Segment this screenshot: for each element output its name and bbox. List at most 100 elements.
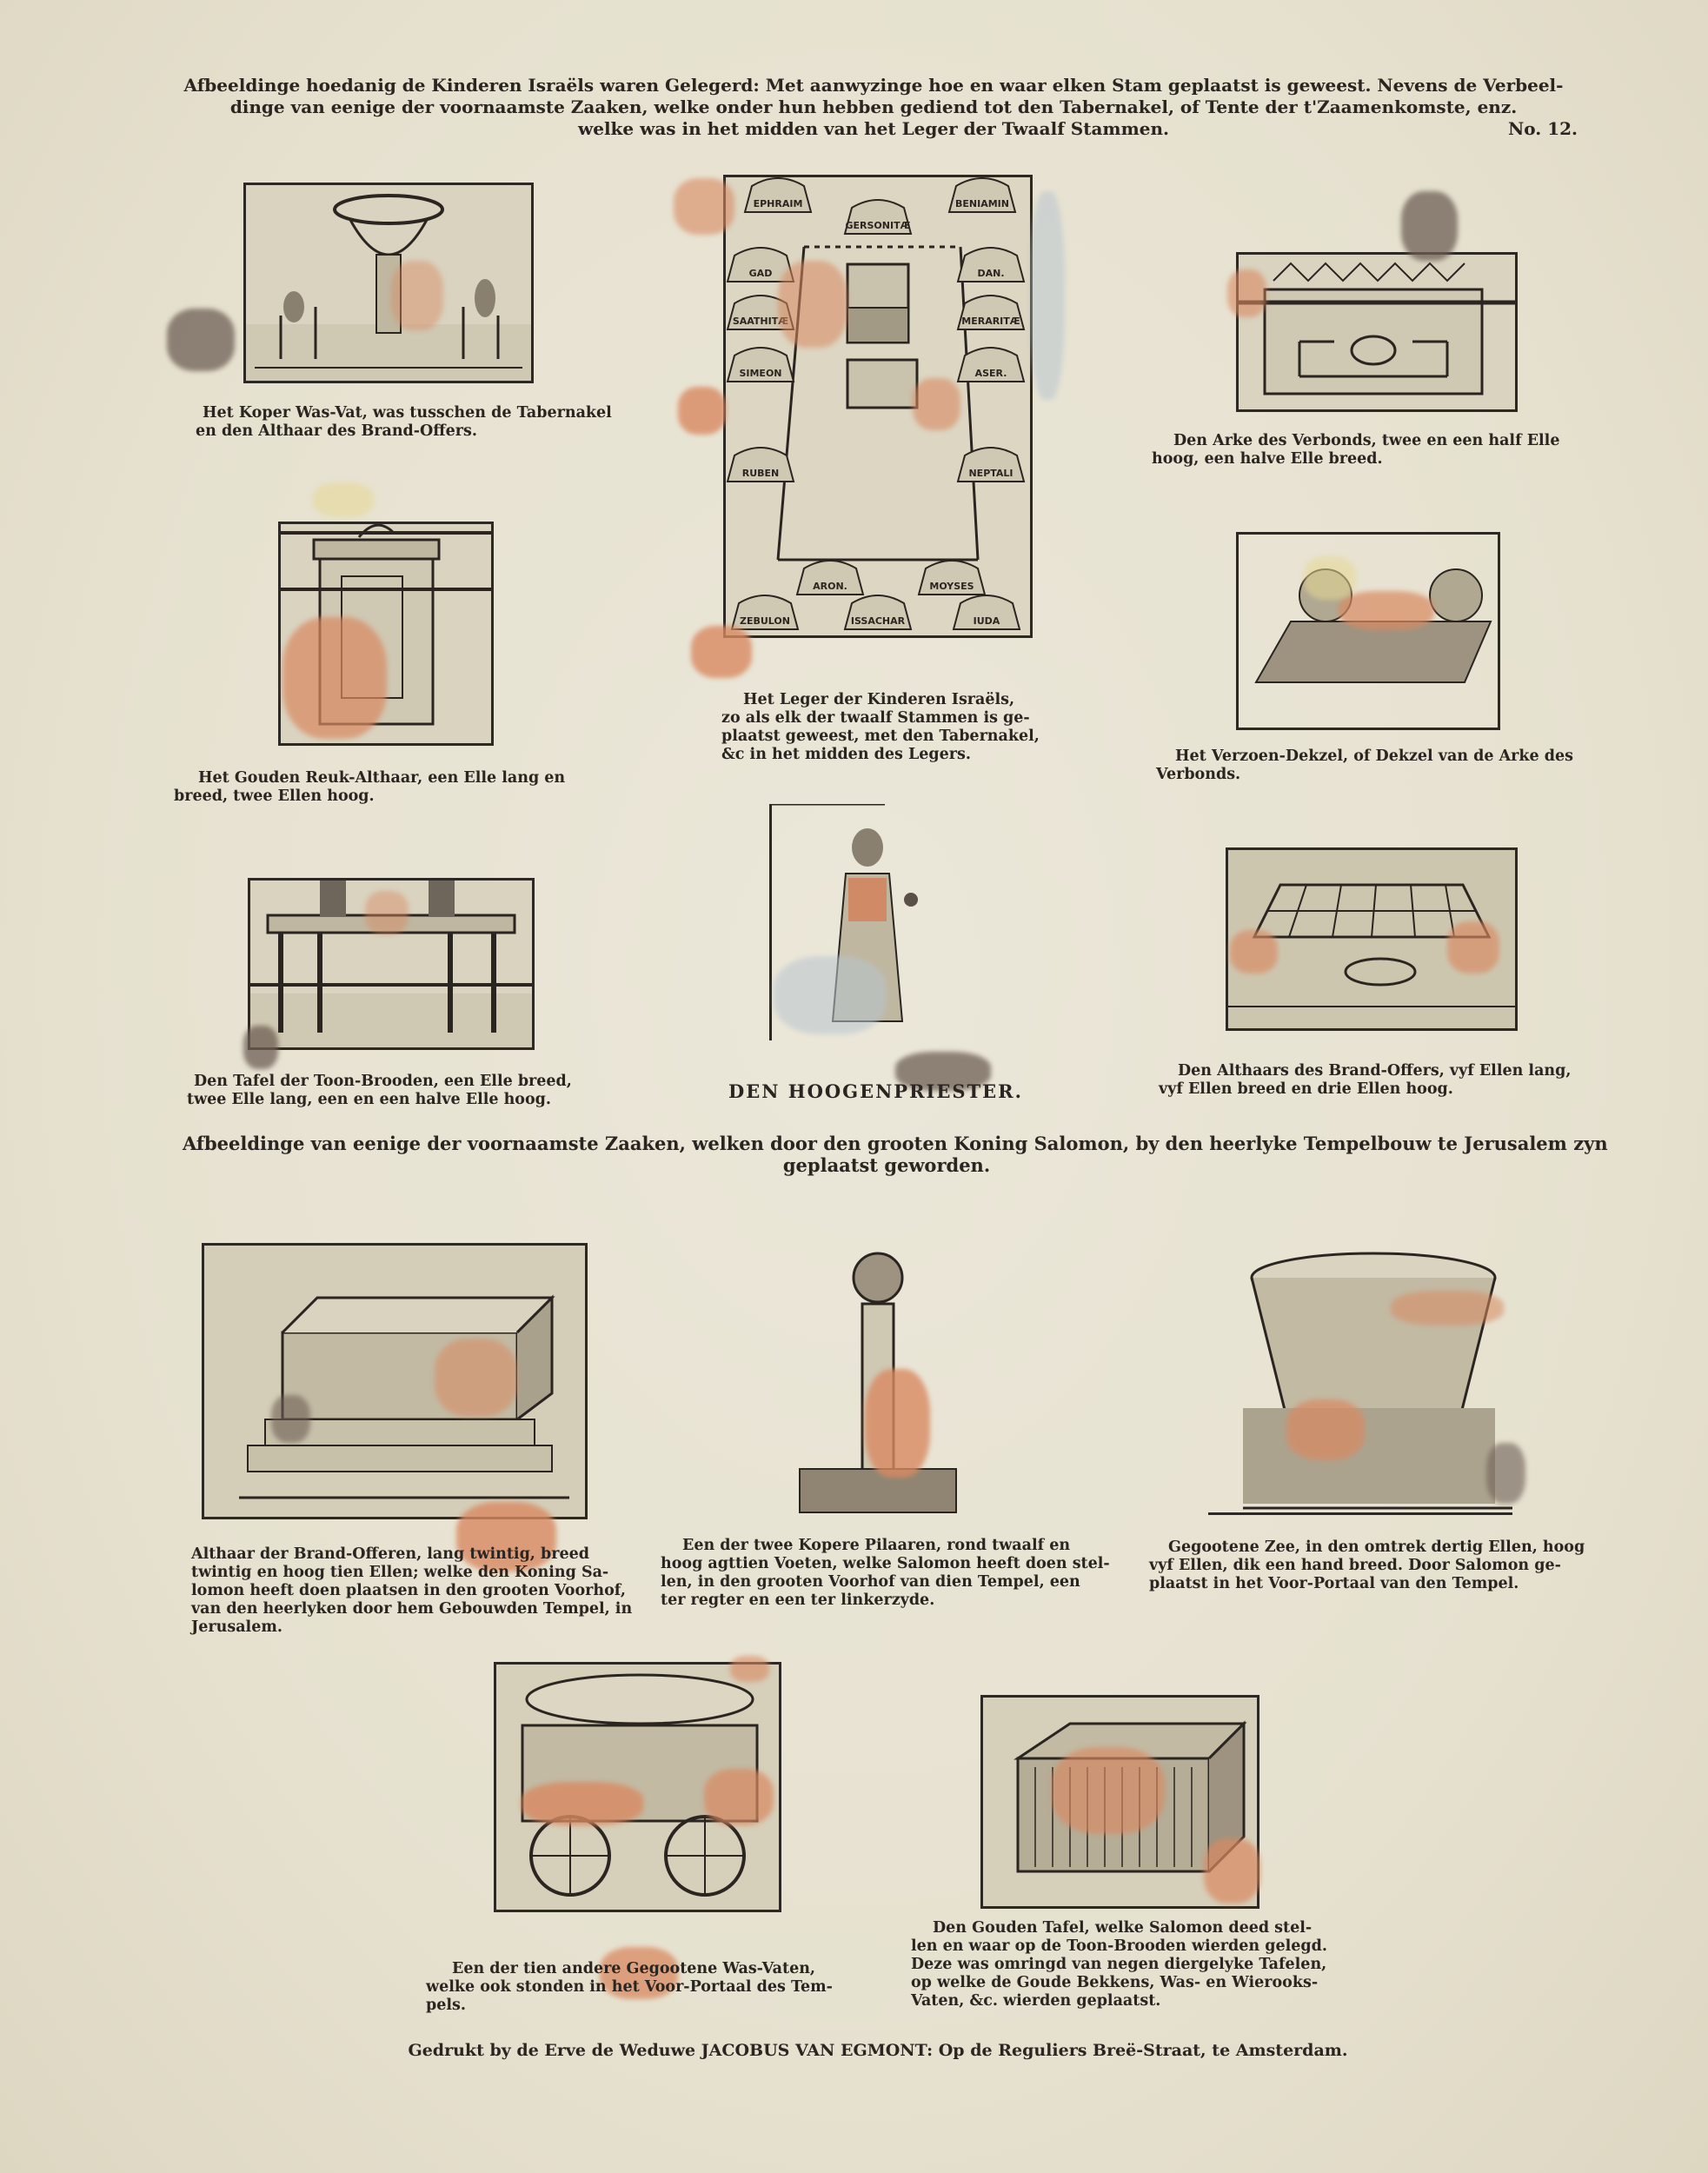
- tent: [843, 199, 913, 235]
- tent-label: MOYSES: [929, 581, 974, 592]
- tent-label: ARON.: [813, 581, 847, 592]
- stain: [1286, 1399, 1365, 1460]
- tent-label: GERSONITÆ: [845, 220, 910, 231]
- stain: [243, 1026, 278, 1069]
- stain: [391, 261, 443, 330]
- stain: [522, 1782, 643, 1825]
- tent-label: BENIAMIN: [955, 198, 1009, 209]
- solomon-altar-illustration: [204, 1246, 585, 1517]
- stain: [730, 1656, 769, 1682]
- tent-label: RUBEN: [742, 468, 780, 479]
- stain: [1052, 1747, 1165, 1834]
- tent-label: IUDA: [974, 615, 1000, 627]
- caption-reuk-althaar: Het Gouden Reuk-Althaar, een Elle lang e…: [174, 769, 566, 805]
- molten-sea-illustration: [1243, 1252, 1512, 1510]
- tent-label: DAN.: [977, 268, 1004, 279]
- title-line-1: Afbeeldinge hoedanig de Kinderen Israëls…: [183, 75, 1564, 96]
- tent: [956, 295, 1026, 330]
- caption-gouden-tafel: Den Gouden Tafel, welke Salomon deed ste…: [911, 1919, 1327, 2010]
- title-line-2: dinge van eenige der voornaamste Zaaken,…: [229, 96, 1518, 117]
- caption-althaar-brandoffers: Den Althaars des Brand-Offers, vyf Ellen…: [1159, 1062, 1572, 1098]
- tent: [956, 447, 1026, 482]
- sheet-number: No. 12.: [1508, 118, 1578, 139]
- caption-kopere-pilaar: Een der twee Kopere Pilaaren, rond twaal…: [661, 1537, 1110, 1609]
- tent-label: ZEBULON: [740, 615, 790, 627]
- sheet-title: Afbeeldinge hoedanig de Kinderen Israëls…: [169, 75, 1578, 140]
- stain: [435, 1339, 517, 1417]
- tent-label: ISSACHAR: [851, 615, 906, 627]
- caption-hoogenpriester: DEN HOOGENPRIESTER.: [728, 1080, 1023, 1102]
- stain: [313, 482, 374, 517]
- woodcut-leger-israels: EPHRAIM GERSONITÆ BENIAMIN GAD DAN. SAATHITÆ M…: [723, 175, 1033, 638]
- stain: [865, 1369, 930, 1478]
- tent: [795, 560, 865, 595]
- title-line-3: welke was in het midden van het Leger de…: [578, 118, 1169, 139]
- stain: [774, 956, 887, 1034]
- tent-label: GAD: [749, 268, 773, 279]
- tent-label: SIMEON: [739, 368, 781, 379]
- caption-tafel-toonbrooden: Den Tafel der Toon-Brooden, een Elle bre…: [187, 1073, 572, 1108]
- camp-of-israel-illustration: EPHRAIM GERSONITÆ BENIAMIN GAD DAN. SAATHITÆ M…: [726, 177, 1030, 635]
- tent-label: MERARITÆ: [961, 316, 1020, 327]
- stain: [691, 626, 752, 678]
- stain: [1204, 1838, 1260, 1904]
- tent: [726, 247, 795, 282]
- stain: [1227, 269, 1266, 317]
- ark-of-covenant-illustration: [1239, 262, 1515, 395]
- stain: [365, 891, 409, 934]
- woodcut-arke-verbonds: [1236, 252, 1518, 412]
- caption-koper-was-vat: Het Koper Was-Vat, was tusschen de Taber…: [196, 404, 612, 440]
- caption-leger-israels: Het Leger der Kinderen Israëls, zo als e…: [721, 691, 1040, 763]
- stain: [1030, 191, 1065, 400]
- stain: [456, 1502, 556, 1572]
- stain: [1447, 921, 1499, 974]
- tent: [952, 595, 1021, 630]
- tent: [843, 595, 913, 630]
- woodcut-gegootene-zee: [1208, 1252, 1512, 1515]
- caption-verzoen-dekzel: Het Verzoen-Dekzel, of Dekzel van de Ark…: [1156, 748, 1573, 783]
- stain: [1391, 1291, 1504, 1326]
- stain: [1230, 930, 1278, 974]
- stain: [778, 261, 847, 348]
- tent: [917, 560, 987, 595]
- stain: [1401, 191, 1458, 261]
- stain: [282, 617, 387, 739]
- stain: [678, 387, 726, 435]
- section-heading-line-2: geplaatst geworden.: [782, 1154, 991, 1176]
- tent-label: NEPTALI: [968, 468, 1013, 479]
- section-heading: Afbeeldinge van eenige der voornaamste Z…: [183, 1133, 1608, 1176]
- stain: [674, 178, 734, 235]
- caption-gegootene-zee: Gegootene Zee, in den omtrek dertig Elle…: [1149, 1538, 1585, 1592]
- section-heading-line-1: Afbeeldinge van eenige der voornaamste Z…: [183, 1133, 1608, 1154]
- tent: [956, 247, 1026, 282]
- tent: [726, 447, 795, 482]
- caption-arke-verbonds: Den Arke des Verbonds, twee en een half …: [1152, 432, 1560, 468]
- tent-label: EPHRAIM: [754, 198, 803, 209]
- woodcut-koper-was-vat: [243, 183, 534, 383]
- stain: [600, 1947, 678, 1999]
- stain: [167, 309, 235, 371]
- tent: [947, 177, 1017, 213]
- stain: [1304, 556, 1356, 600]
- stain: [1486, 1443, 1525, 1504]
- stain: [1339, 591, 1434, 630]
- printer-imprint: Gedrukt by de Erve de Weduwe JACOBUS VAN…: [408, 2041, 1348, 2060]
- caption-was-vaten: Een der tien andere Gegootene Was-Vaten,…: [426, 1960, 833, 2014]
- stain: [271, 1395, 310, 1443]
- woodcut-verzoen-dekzel: [1236, 532, 1500, 730]
- woodcut-tafel-toonbrooden: [248, 878, 535, 1050]
- stain: [704, 1769, 774, 1825]
- tent: [730, 595, 800, 630]
- mercy-seat-illustration: [1254, 568, 1492, 683]
- woodcut-althaar-salomon: [202, 1243, 588, 1519]
- stain: [895, 1052, 991, 1091]
- tent-label: ASER.: [975, 368, 1007, 379]
- caption-althaar-salomon: Althaar der Brand-Offeren, lang twintig,…: [191, 1545, 633, 1636]
- shewbread-table-illustration: [250, 880, 532, 1047]
- stain: [913, 378, 960, 430]
- laver-illustration: [246, 194, 531, 381]
- tent-label: SAATHITÆ: [733, 316, 788, 327]
- tent: [726, 347, 795, 382]
- tent: [743, 177, 813, 213]
